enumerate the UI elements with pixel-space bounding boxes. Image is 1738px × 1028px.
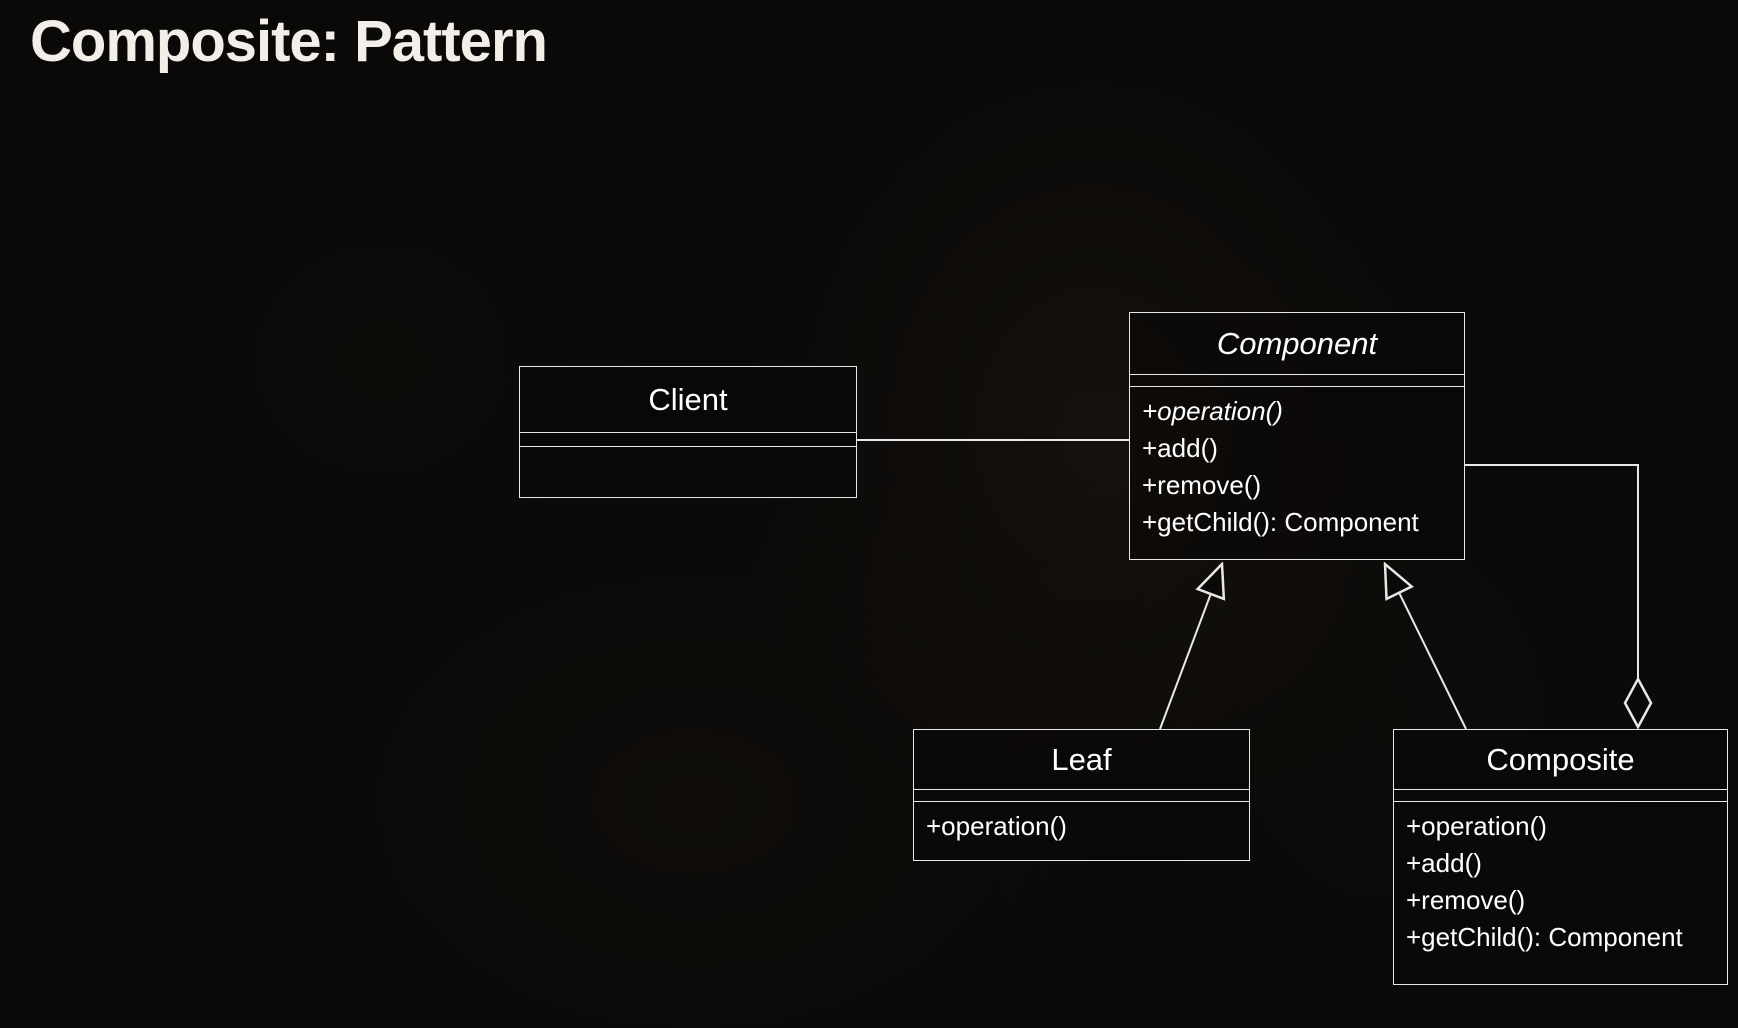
class-leaf-name: Leaf xyxy=(914,730,1249,790)
class-client: Client xyxy=(519,366,857,498)
class-leaf-methods: +operation() xyxy=(914,802,1249,860)
class-client-methods xyxy=(520,447,856,497)
class-component-methods: +operation() +add() +remove() +getChild(… xyxy=(1130,387,1464,559)
class-component-name: Component xyxy=(1130,313,1464,375)
method: +remove() xyxy=(1142,470,1262,500)
class-leaf-attributes xyxy=(914,790,1249,802)
method: +getChild(): Component xyxy=(1142,507,1419,537)
class-component: Component +operation() +add() +remove() … xyxy=(1129,312,1465,560)
method: +operation() xyxy=(1142,396,1283,426)
method: +add() xyxy=(1142,433,1218,463)
class-client-attributes xyxy=(520,433,856,447)
aggregation-composite-component xyxy=(1465,464,1638,727)
class-composite-methods: +operation() +add() +remove() +getChild(… xyxy=(1394,802,1727,984)
method: +remove() xyxy=(1406,885,1526,915)
method: +operation() xyxy=(1406,811,1547,841)
method: +add() xyxy=(1406,848,1482,878)
class-component-attributes xyxy=(1130,375,1464,387)
class-composite-name: Composite xyxy=(1394,730,1727,790)
class-client-name: Client xyxy=(520,367,856,433)
class-composite-attributes xyxy=(1394,790,1727,802)
class-composite: Composite +operation() +add() +remove() … xyxy=(1393,729,1728,985)
method: +operation() xyxy=(926,811,1067,841)
generalization-composite-component xyxy=(1385,564,1467,730)
generalization-leaf-component xyxy=(1159,564,1222,730)
class-leaf: Leaf +operation() xyxy=(913,729,1250,861)
slide-title: Composite: Pattern xyxy=(30,9,548,74)
method: +getChild(): Component xyxy=(1406,922,1683,952)
